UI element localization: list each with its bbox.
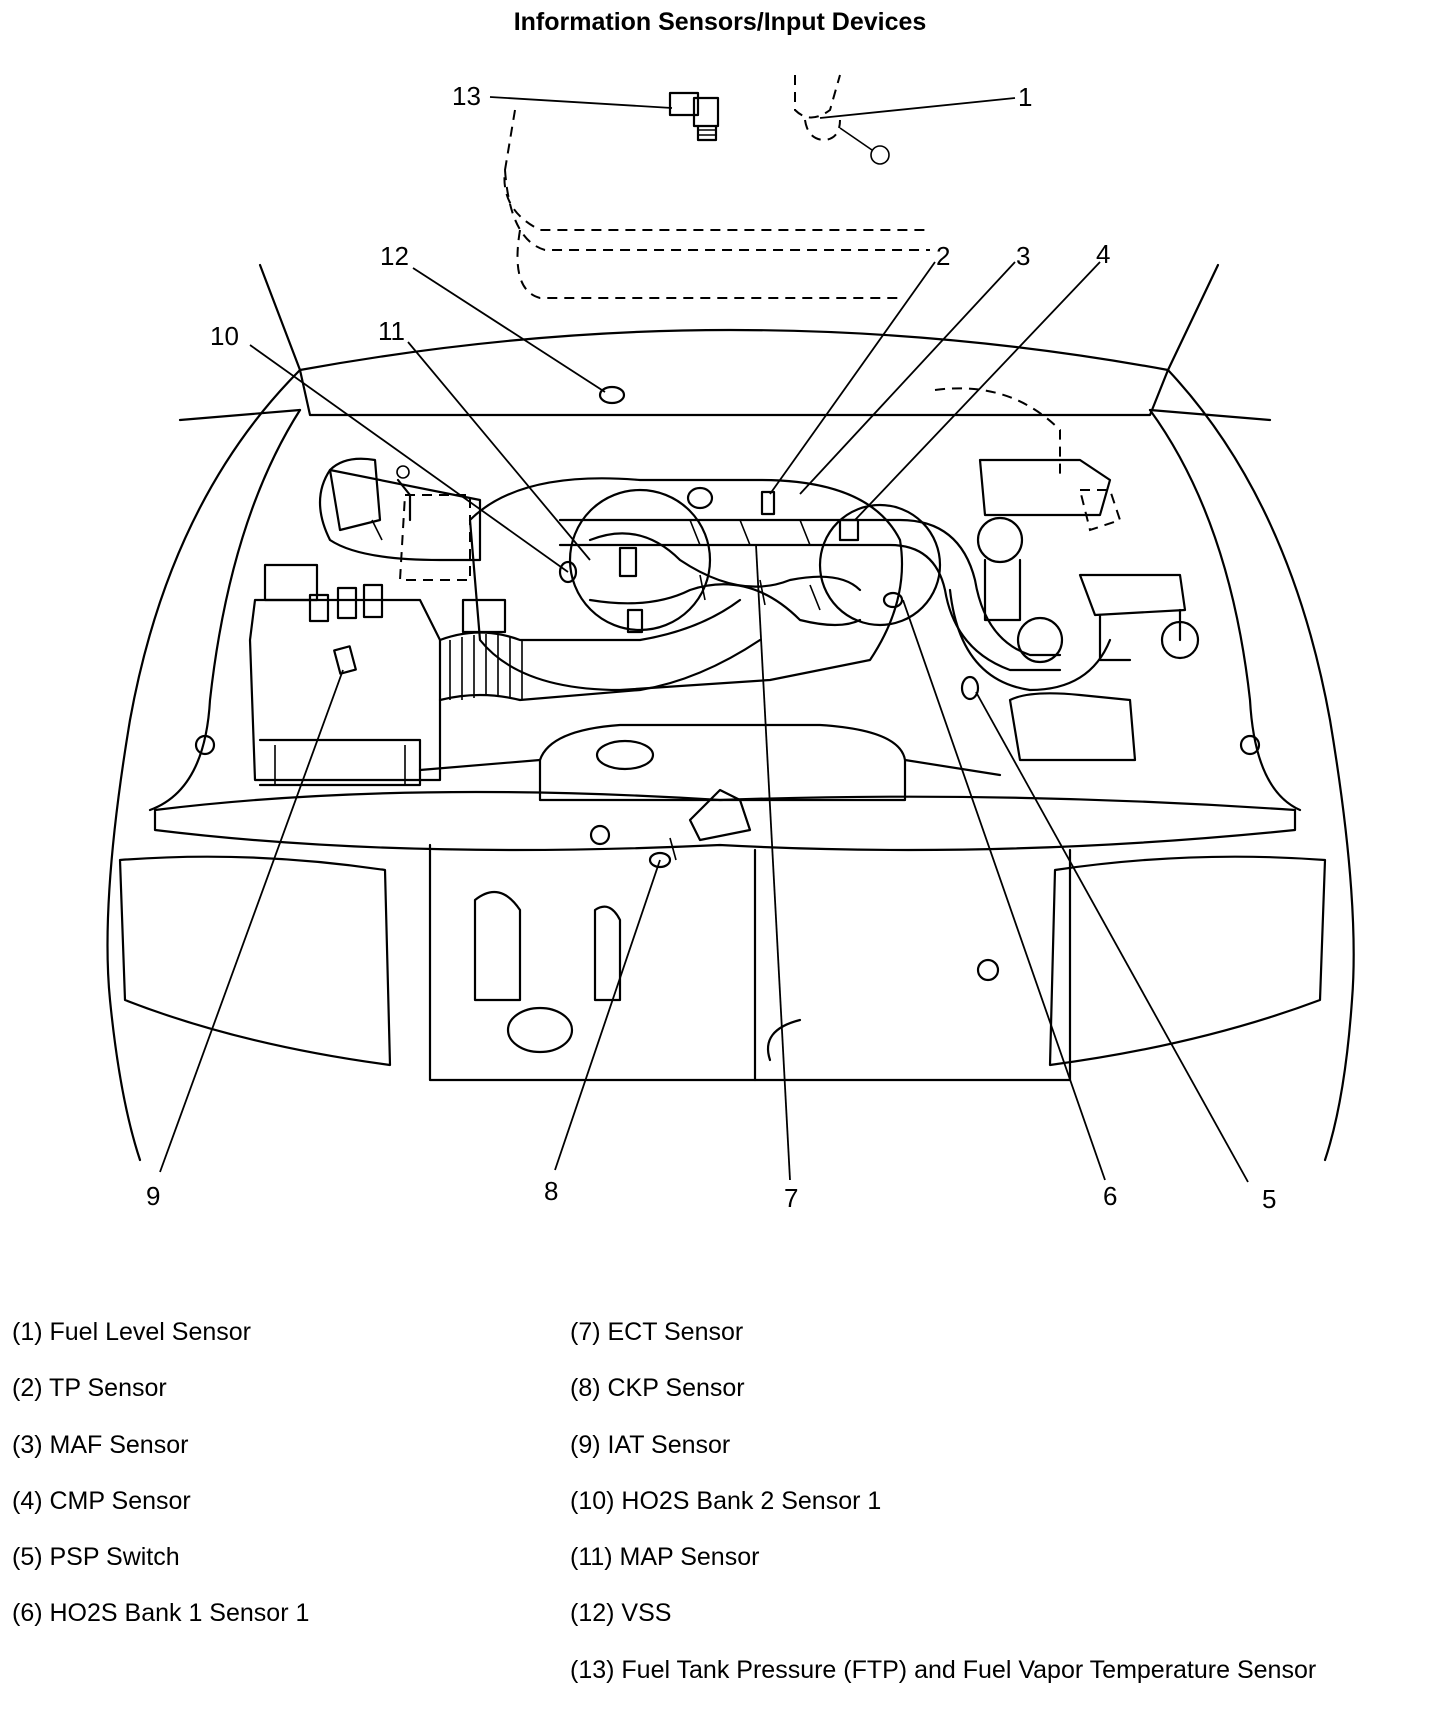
legend-item: (12) VSS [570, 1599, 672, 1628]
legend-item: (2) TP Sensor [12, 1374, 167, 1403]
callout-9: 9 [146, 1181, 160, 1211]
fuel-tank-outline-dashed [503, 74, 930, 299]
engine-assembly [118, 387, 1327, 1082]
engine-compartment-diagram: 13 1 2 3 4 12 10 11 9 8 7 6 5 [106, 74, 1355, 1214]
vss-sensor-part [598, 385, 626, 405]
legend-column-right: (7) ECT Sensor (8) CKP Sensor (9) IAT Se… [570, 1318, 1316, 1712]
callout-2: 2 [936, 241, 950, 271]
legend-item: (8) CKP Sensor [570, 1374, 745, 1403]
callout-1: 1 [1018, 82, 1032, 112]
legend-column-left: (1) Fuel Level Sensor (2) TP Sensor (3) … [12, 1318, 309, 1656]
callout-7: 7 [784, 1183, 798, 1213]
legend-item: (4) CMP Sensor [12, 1486, 191, 1515]
legend-item: (13) Fuel Tank Pressure (FTP) and Fuel V… [570, 1655, 1317, 1684]
callout-numbers: 13 1 2 3 4 12 10 11 9 8 7 6 5 [146, 81, 1276, 1214]
callout-leaders [159, 96, 1249, 1183]
callout-4: 4 [1096, 239, 1110, 269]
ho2s-b2-part [558, 560, 578, 584]
callout-6: 6 [1103, 1181, 1117, 1211]
legend-item: (10) HO2S Bank 2 Sensor 1 [570, 1486, 882, 1515]
legend-item: (6) HO2S Bank 1 Sensor 1 [12, 1599, 310, 1628]
callout-13: 13 [452, 81, 481, 111]
legend-item: (5) PSP Switch [12, 1543, 180, 1572]
callout-5: 5 [1262, 1184, 1276, 1214]
ftp-sensor-part [668, 91, 720, 142]
legend-item: (11) MAP Sensor [570, 1543, 760, 1572]
legend: (1) Fuel Level Sensor (2) TP Sensor (3) … [0, 1318, 1440, 1692]
callout-8: 8 [544, 1176, 558, 1206]
callout-3: 3 [1016, 241, 1030, 271]
legend-item: (1) Fuel Level Sensor [12, 1318, 252, 1346]
legend-item: (9) IAT Sensor [570, 1430, 731, 1459]
tp-sensor-part [760, 490, 776, 516]
ho2s-b1-part [882, 591, 904, 609]
vehicle-body-outline [106, 263, 1355, 1162]
diagram-title: Information Sensors/Input Devices [513, 8, 927, 36]
legend-item: (3) MAF Sensor [12, 1430, 189, 1459]
legend-item: (7) ECT Sensor [570, 1318, 744, 1346]
callout-12: 12 [380, 241, 409, 271]
cmp-sensor-part [838, 518, 860, 542]
maf-sensor-part [686, 486, 714, 510]
callout-11: 11 [378, 316, 405, 346]
callout-10: 10 [210, 321, 239, 351]
